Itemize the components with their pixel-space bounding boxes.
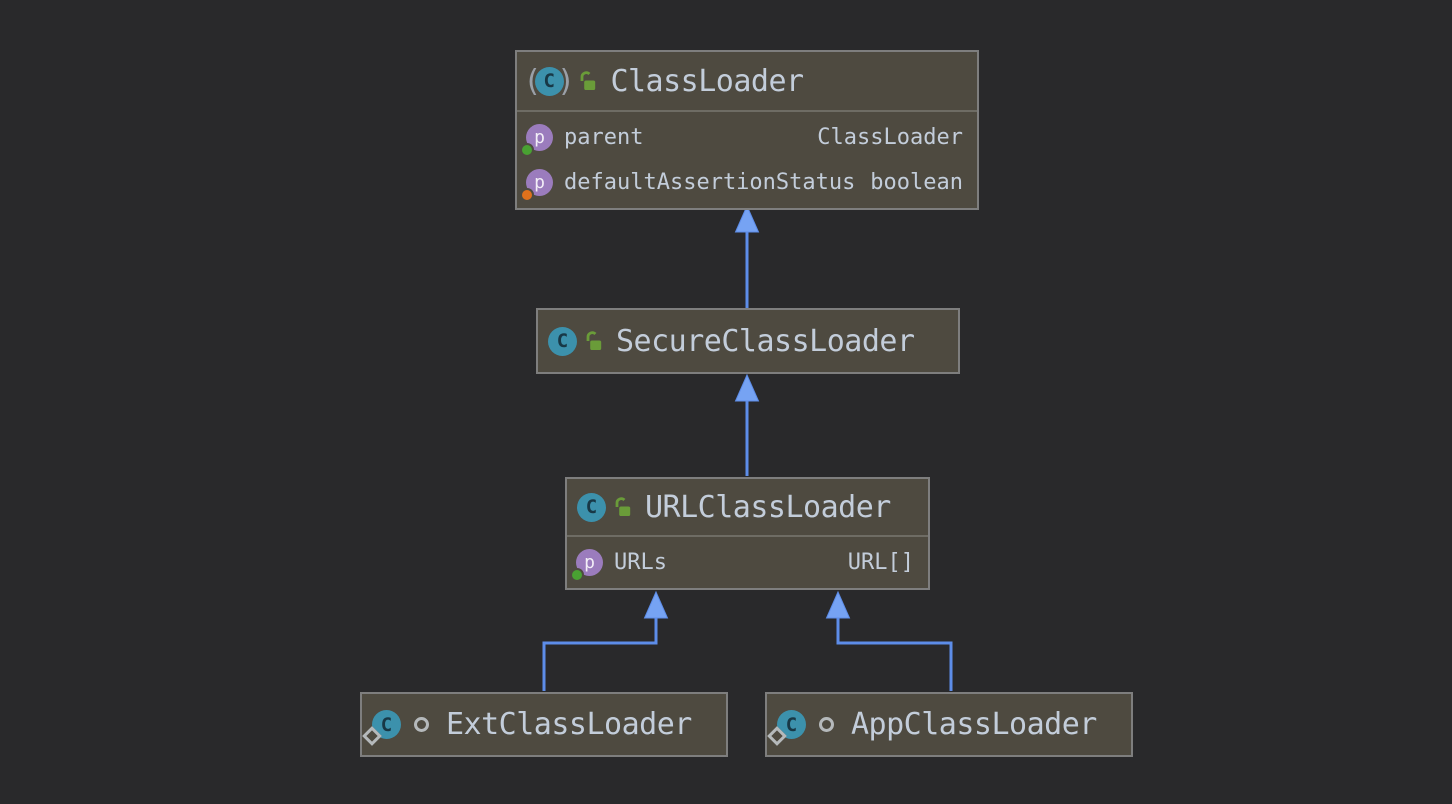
- property-type: boolean: [870, 170, 963, 195]
- node-properties: p parent ClassLoader p defaultAssertionS…: [517, 110, 977, 208]
- node-header: ( C ) ClassLoader: [517, 52, 977, 110]
- public-lock-icon: [581, 71, 596, 90]
- property-row-defaultassertionstatus[interactable]: p defaultAssertionStatus boolean: [522, 160, 963, 205]
- static-class-icon: C: [362, 710, 401, 746]
- public-lock-icon: [615, 497, 631, 516]
- class-node-extclassloader[interactable]: C ExtClassLoader: [360, 692, 728, 757]
- property-type: URL[]: [847, 550, 914, 575]
- property-row-parent[interactable]: p parent ClassLoader: [522, 115, 963, 160]
- class-icon: C: [577, 492, 606, 522]
- node-header: C ExtClassLoader: [362, 694, 726, 755]
- property-name: URLs: [614, 550, 667, 575]
- property-icon: p: [522, 169, 553, 200]
- class-icon: C: [534, 66, 564, 96]
- edge-secureclassloader-classloader[interactable]: [734, 204, 760, 308]
- edge-urlclassloader-secureclassloader[interactable]: [734, 373, 760, 476]
- class-node-classloader[interactable]: ( C ) ClassLoader p parent ClassLoader: [515, 50, 979, 210]
- property-name: defaultAssertionStatus: [564, 170, 856, 195]
- edge-extclassloader-urlclassloader[interactable]: [542, 590, 669, 691]
- property-icon: p: [572, 549, 603, 580]
- static-class-icon: C: [767, 710, 806, 746]
- class-node-urlclassloader[interactable]: C URLClassLoader p URLs URL[]: [565, 477, 930, 590]
- abstract-paren-right: ): [559, 63, 572, 99]
- abstract-class-icon: ( C ): [527, 63, 572, 99]
- node-header: C AppClassLoader: [767, 694, 1131, 755]
- node-header: C URLClassLoader: [567, 479, 928, 535]
- public-lock-icon: [586, 331, 602, 350]
- marker-dot-green: [572, 570, 582, 580]
- property-row-urls[interactable]: p URLs URL[]: [572, 537, 914, 588]
- class-node-secureclassloader[interactable]: C SecureClassLoader: [536, 308, 960, 374]
- class-title: SecureClassLoader: [616, 323, 915, 359]
- class-icon: C: [548, 326, 577, 356]
- edge-appclassloader-urlclassloader[interactable]: [825, 590, 953, 691]
- class-title: ClassLoader: [610, 63, 804, 99]
- class-title: ExtClassLoader: [446, 707, 692, 742]
- property-type: ClassLoader: [817, 125, 963, 150]
- node-header: C SecureClassLoader: [538, 310, 958, 372]
- property-name: parent: [564, 125, 644, 150]
- package-private-icon: [819, 717, 834, 732]
- class-title: URLClassLoader: [645, 489, 891, 525]
- class-title: AppClassLoader: [851, 707, 1097, 742]
- property-icon: p: [522, 124, 553, 155]
- package-private-icon: [414, 717, 429, 732]
- marker-dot-orange: [522, 190, 532, 200]
- abstract-paren-left: (: [527, 63, 539, 99]
- class-node-appclassloader[interactable]: C AppClassLoader: [765, 692, 1133, 757]
- node-properties: p URLs URL[]: [567, 535, 928, 588]
- marker-dot-green: [522, 145, 532, 155]
